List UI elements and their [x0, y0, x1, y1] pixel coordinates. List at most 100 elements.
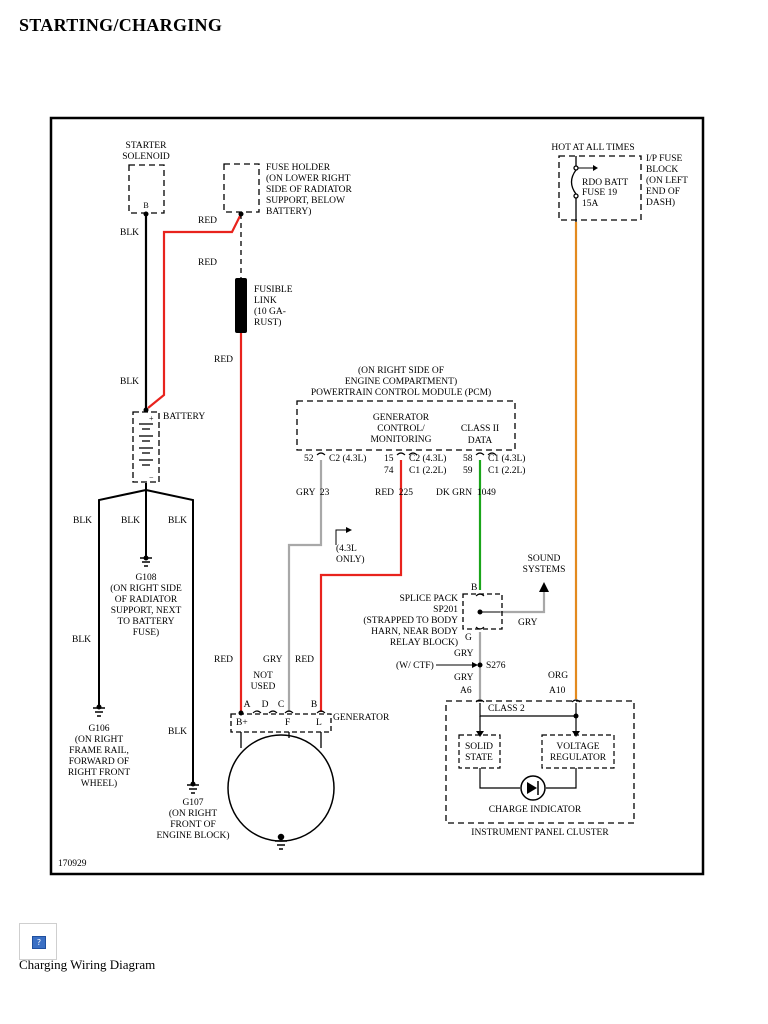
wire-label-red-gen: RED — [295, 655, 314, 665]
wire-label-gry-splice: GRY — [454, 649, 474, 659]
splice-line-1: SPLICE PACK — [399, 594, 458, 604]
wire-gry-sound — [500, 590, 546, 614]
ipc-class2: CLASS 2 — [488, 704, 525, 714]
charge-indicator-led-icon — [520, 775, 546, 801]
pcm-c1-43: C1 (4.3L) — [488, 453, 525, 464]
not-used-1: NOT — [253, 671, 273, 681]
generator-label: GENERATOR — [333, 713, 390, 723]
fusible-link-line-1: FUSIBLE — [254, 285, 293, 295]
fuse-holder-line-1: FUSE HOLDER — [266, 163, 331, 173]
fusible-link-line-4: RUST) — [254, 317, 281, 328]
ctf-label: (W/ CTF) — [396, 660, 434, 671]
starter-label-1: STARTER — [126, 141, 168, 151]
hot-label: HOT AT ALL TIMES — [551, 143, 634, 153]
battery-cells-icon — [139, 423, 153, 466]
g106-line-2: (ON RIGHT — [75, 734, 123, 745]
wire-label-gry23: GRY 23 — [296, 488, 330, 498]
g108-line-3: OF RADIATOR — [115, 595, 178, 605]
voltage-regulator-2: REGULATOR — [550, 753, 607, 763]
wire-label-org: ORG — [548, 671, 568, 681]
sound-line-2: SYSTEMS — [523, 565, 566, 575]
splice-pin-g: G — [465, 633, 472, 643]
wire-label-gry-sound: GRY — [518, 618, 538, 628]
g107-line-4: ENGINE BLOCK) — [156, 830, 229, 841]
splice-line-5: RELAY BLOCK) — [390, 637, 458, 648]
pcm-pin-58: 58 — [463, 454, 473, 464]
solid-state-box — [458, 734, 501, 769]
wire-label-red-4: RED — [214, 655, 233, 665]
wire-blk-g107 — [145, 489, 194, 782]
ipc-label: INSTRUMENT PANEL CLUSTER — [471, 828, 609, 838]
fuse-line-1: RDO BATT — [582, 178, 628, 188]
solid-state-2: STATE — [465, 753, 493, 763]
g106-line-3: FRAME RAIL, — [69, 746, 129, 756]
g108-line-6: FUSE) — [133, 627, 159, 638]
ipc-connector-icons — [475, 699, 581, 703]
wire-label-blk-6: BLK — [72, 635, 91, 645]
pcm-c1-22-a: C1 (2.2L) — [409, 465, 446, 476]
wire-label-blk-5: BLK — [168, 516, 187, 526]
ipc-box — [445, 700, 635, 824]
diagram-id: 170929 — [58, 859, 87, 869]
solid-state-1: SOLID — [465, 742, 493, 752]
starter-pin-b: B — [143, 201, 148, 210]
fuse-line-3: 15A — [582, 199, 599, 209]
pcm-pin-59: 59 — [463, 466, 473, 476]
pcm-gen-ctrl-3: MONITORING — [370, 435, 431, 445]
g108-line-4: SUPPORT, NEXT — [111, 606, 182, 616]
image-thumbnail[interactable]: ? — [19, 923, 57, 960]
g107-line-1: G107 — [182, 798, 203, 808]
gen-term-f: F — [285, 718, 290, 728]
wire-label-blk-3: BLK — [73, 516, 92, 526]
wire-label-blk-7: BLK — [168, 727, 187, 737]
fuse-holder-line-3: SIDE OF RADIATOR — [266, 185, 353, 195]
pcm-class2-1: CLASS II — [461, 424, 499, 434]
pcm-loc-line-3: POWERTRAIN CONTROL MODULE (PCM) — [311, 387, 491, 398]
wire-red-fuse-battery — [147, 213, 242, 409]
pcm-class2-2: DATA — [468, 436, 493, 446]
g106-line-4: FORWARD OF — [69, 757, 129, 767]
wire-label-red-2: RED — [198, 258, 217, 268]
g108-line-1: G108 — [135, 573, 156, 583]
wire-gry-23 — [287, 460, 323, 712]
generator-box — [230, 713, 332, 733]
wire-label-red-1: RED — [198, 216, 217, 226]
page-title: STARTING/CHARGING — [19, 15, 223, 35]
wire-label-blk-1: BLK — [120, 228, 139, 238]
g106-line-1: G106 — [88, 724, 109, 734]
l43-only-bracket — [335, 529, 348, 545]
g107-line-2: (ON RIGHT — [169, 808, 217, 819]
g107-line-3: FRONT OF — [170, 820, 216, 830]
not-used-2: USED — [251, 682, 276, 692]
l43-only-line-2: ONLY) — [336, 554, 365, 565]
starter-terminal — [143, 211, 149, 217]
pcm-gen-ctrl-1: GENERATOR — [373, 413, 430, 423]
ctf-arrow-icon — [472, 662, 478, 668]
g106-line-6: WHEEL) — [81, 778, 117, 789]
pcm-c2-43-b: C2 (4.3L) — [409, 453, 446, 464]
gen-term-l: L — [316, 718, 322, 728]
gen-pin-d: D — [262, 700, 269, 710]
fuse-holder-line-2: (ON LOWER RIGHT — [266, 173, 351, 184]
fusible-link — [235, 278, 247, 333]
g108-line-2: (ON RIGHT SIDE — [110, 583, 182, 594]
pcm-c2-43-a: C2 (4.3L) — [329, 453, 366, 464]
ip-block-line-2: BLOCK — [646, 165, 678, 175]
battery-minus: − — [149, 473, 154, 482]
wire-red-225 — [319, 460, 403, 712]
fuse-19-icon — [570, 156, 579, 222]
s276-label: S276 — [486, 661, 506, 671]
gen-pin-c: C — [278, 700, 284, 710]
starter-label-2: SOLENOID — [122, 152, 170, 162]
l43-only-line-1: (4.3L — [336, 543, 357, 554]
ipc-a10: A10 — [549, 686, 566, 696]
sound-line-1: SOUND — [528, 554, 561, 564]
pcm-loc-line-2: ENGINE COMPARTMENT) — [345, 376, 457, 387]
fuse-line-2: FUSE 19 — [582, 188, 617, 198]
splice-line-3: (STRAPPED TO BODY — [363, 615, 458, 626]
g106-line-5: RIGHT FRONT — [68, 768, 131, 778]
ipc-internal-wiring — [479, 703, 577, 789]
ip-block-line-5: DASH) — [646, 197, 675, 208]
battery-label: BATTERY — [163, 412, 205, 422]
